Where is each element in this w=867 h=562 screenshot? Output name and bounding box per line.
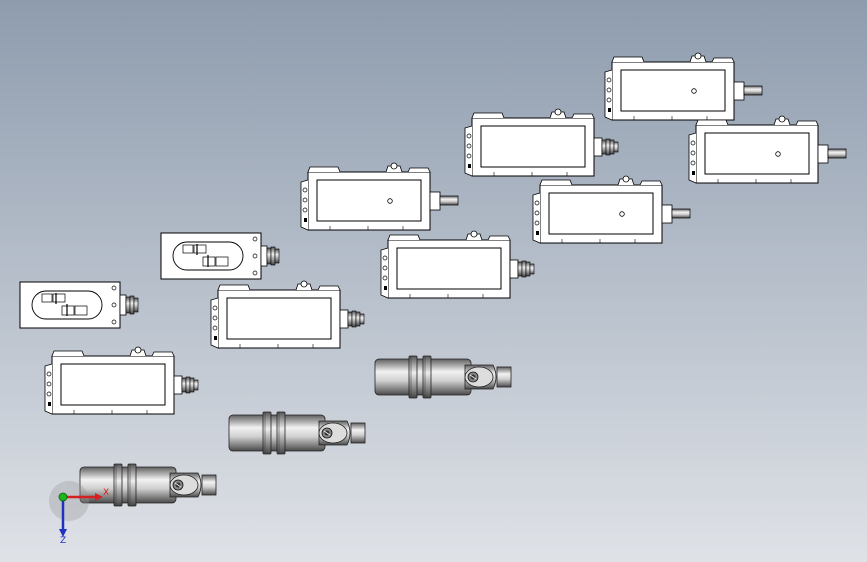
- triad-x-label: X: [103, 488, 109, 498]
- triad-x-arrow-icon: [95, 493, 103, 501]
- sensor-small-1[interactable]: [160, 232, 280, 280]
- reference-triad: X Z: [49, 481, 109, 546]
- triad-z-label: Z: [60, 536, 66, 546]
- triad-z-arrow-icon: [59, 529, 67, 537]
- sensor-small-2[interactable]: [19, 281, 139, 329]
- triad-y-axis-dot: [58, 492, 68, 502]
- triad-shadow: [49, 481, 89, 521]
